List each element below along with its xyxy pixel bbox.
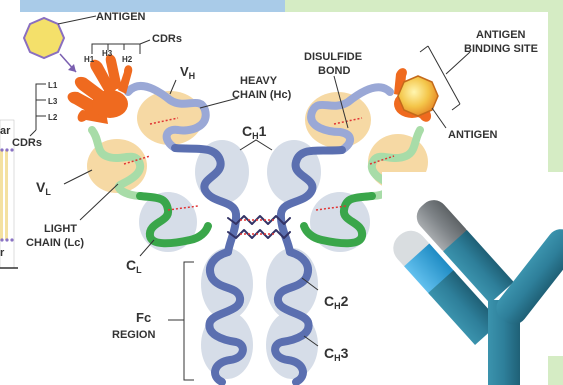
light-chain-label-line-1: LIGHT [44, 223, 77, 235]
heavy-chain-label-line-2: CHAIN (Hc) [232, 89, 292, 101]
left-fragment-ar-text: ar [0, 125, 11, 137]
top-blue-band [20, 0, 285, 12]
cdr-l1-label: L1 [48, 81, 58, 90]
binding-site-label-line-2: BINDING SITE [464, 43, 538, 55]
antibody-icon-panel [382, 172, 563, 385]
antigen-top-label: ANTIGEN [96, 11, 146, 23]
antibody-icon-corner-band [548, 356, 563, 385]
antigen-octagon-bound [398, 76, 438, 116]
cdr-l3-label: L3 [48, 97, 58, 106]
disulfide-label-line-2: BOND [318, 65, 350, 77]
cdr-h1-label: H1 [84, 55, 95, 64]
disulfide-label-line-1: DISULFIDE [304, 51, 362, 63]
cdrs-top-label: CDRs [152, 33, 182, 45]
light-chain-label-line-2: CHAIN (Lc) [26, 237, 84, 249]
top-green-band [285, 0, 563, 12]
cdr-h3-label: H3 [102, 49, 113, 58]
right-green-band [548, 12, 563, 172]
heavy-chain-label-line-1: HEAVY [240, 75, 278, 87]
binding-site-label-line-1: ANTIGEN [476, 29, 526, 41]
fc-label-line-2: REGION [112, 329, 155, 341]
fc-label-line-1: Fc [136, 310, 151, 325]
left-fragment-r-text: r [0, 247, 5, 259]
cdr-l2-label: L2 [48, 113, 58, 122]
antigen-right-label: ANTIGEN [448, 129, 498, 141]
bound-antigen [398, 76, 438, 116]
cdr-h2-label: H2 [122, 55, 133, 64]
cdr-base-left [92, 90, 128, 118]
cdrs-left-label: CDRs [12, 137, 42, 149]
